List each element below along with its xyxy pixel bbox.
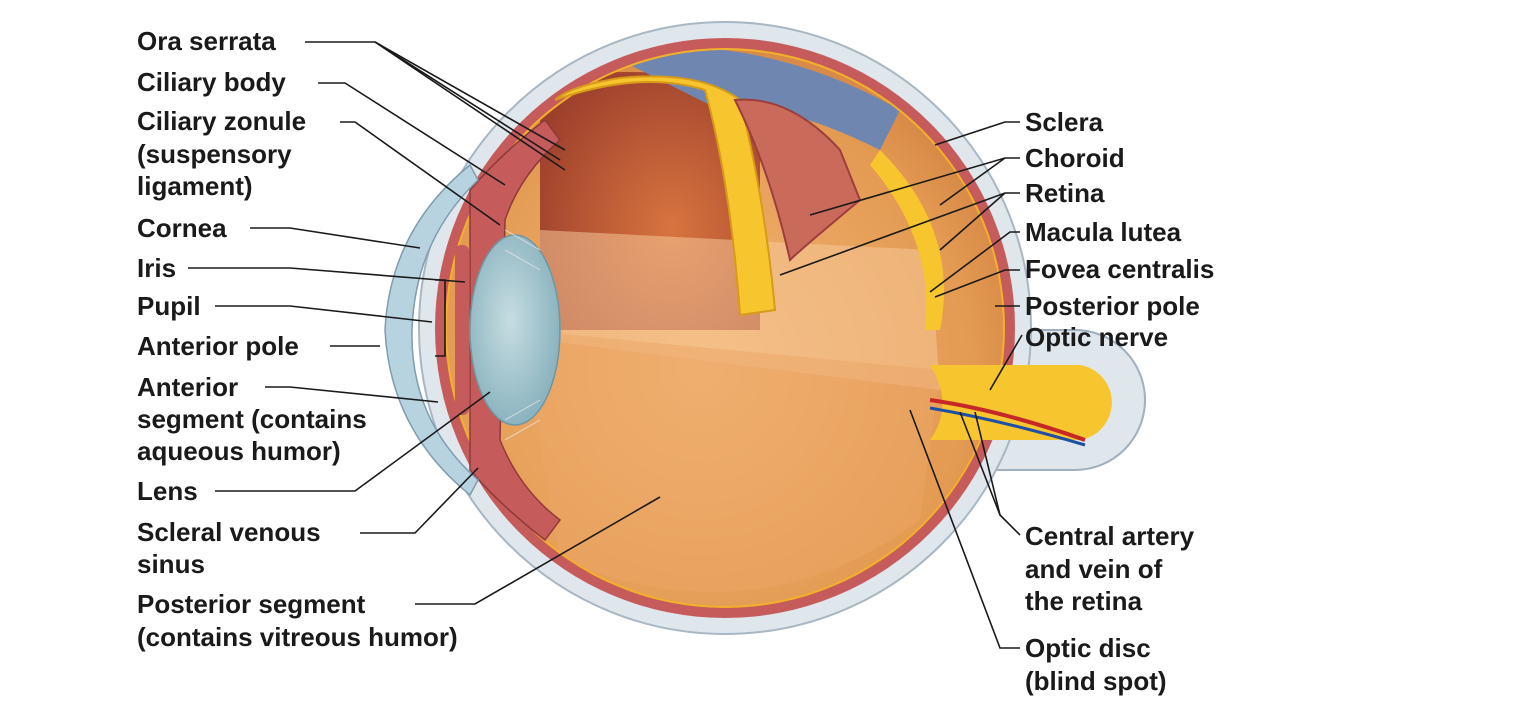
label-pupil: Pupil xyxy=(137,291,201,321)
label-optic-disc-1: Optic disc xyxy=(1025,633,1151,663)
label-sclera: Sclera xyxy=(1025,107,1104,137)
label-ciliary-zonule-2: (suspensory xyxy=(137,139,292,169)
label-anterior-segment-2: segment (contains xyxy=(137,404,367,434)
label-posterior-pole: Posterior pole xyxy=(1025,291,1200,321)
label-scleral-sinus-2: sinus xyxy=(137,549,205,579)
label-ciliary-zonule-3: ligament) xyxy=(137,171,253,201)
label-central-artery-3: the retina xyxy=(1025,586,1143,616)
label-optic-disc-2: (blind spot) xyxy=(1025,666,1167,696)
label-retina: Retina xyxy=(1025,178,1105,208)
label-central-artery-2: and vein of xyxy=(1025,554,1163,584)
label-ciliary-zonule-1: Ciliary zonule xyxy=(137,106,306,136)
label-posterior-segment-2: (contains vitreous humor) xyxy=(137,622,458,652)
label-anterior-segment-3: aqueous humor) xyxy=(137,436,341,466)
label-central-artery-1: Central artery xyxy=(1025,521,1195,551)
label-scleral-sinus-1: Scleral venous xyxy=(137,517,321,547)
label-macula-lutea: Macula lutea xyxy=(1025,217,1182,247)
label-choroid: Choroid xyxy=(1025,143,1125,173)
label-optic-nerve: Optic nerve xyxy=(1025,322,1168,352)
label-cornea: Cornea xyxy=(137,213,227,243)
label-posterior-segment-1: Posterior segment xyxy=(137,589,366,619)
label-anterior-pole: Anterior pole xyxy=(137,331,299,361)
label-anterior-segment-1: Anterior xyxy=(137,372,238,402)
label-ora-serrata: Ora serrata xyxy=(137,26,276,56)
label-fovea-centralis: Fovea centralis xyxy=(1025,254,1214,284)
iris-shape xyxy=(455,245,469,415)
label-iris: Iris xyxy=(137,253,176,283)
label-ciliary-body: Ciliary body xyxy=(137,67,286,97)
label-lens: Lens xyxy=(137,476,198,506)
